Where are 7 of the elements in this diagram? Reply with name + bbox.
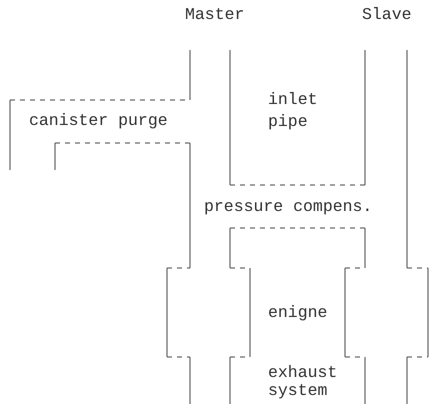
component-label: enigne bbox=[268, 302, 328, 324]
component-label: pressure compens. bbox=[204, 196, 372, 218]
pipe-label: inlet pipe bbox=[268, 89, 319, 132]
pipe-label: exhaust system bbox=[268, 364, 338, 400]
component-label: canister purge bbox=[29, 110, 168, 132]
column-heading: Master bbox=[185, 4, 244, 26]
column-heading: Slave bbox=[362, 4, 412, 26]
